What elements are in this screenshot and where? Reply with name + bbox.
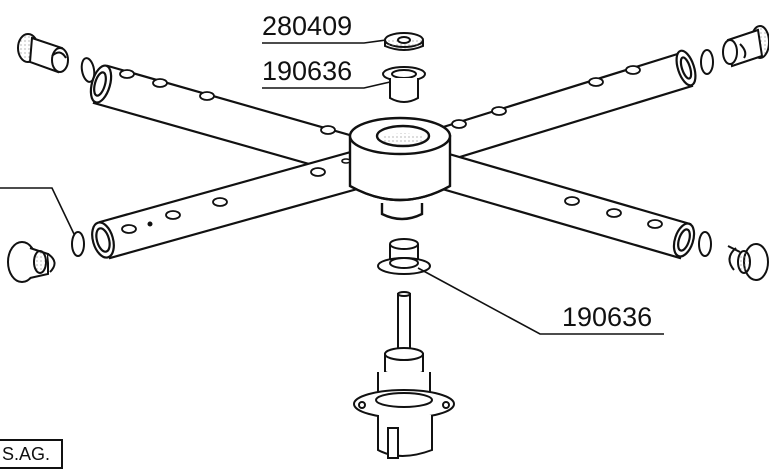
top-nut-part (384, 32, 424, 51)
part-number-label-1: 280409 (262, 11, 352, 41)
drive-shaft-assembly (353, 291, 455, 459)
stamp-text: S.AG. (2, 444, 50, 464)
arm-lower-right (430, 150, 696, 260)
arm-lower-left-holes (121, 167, 326, 234)
central-hub (341, 116, 452, 221)
stamp-box: S.AG. (0, 439, 63, 469)
top-bushing-part (382, 66, 426, 103)
end-cap-upper-left (17, 33, 69, 74)
leader-line-left (0, 187, 75, 235)
arm-lower-right-holes (564, 196, 663, 229)
part-number-label-2: 190636 (262, 56, 352, 86)
bottom-bushing-part (377, 238, 431, 275)
arm-upper-left-holes (119, 69, 336, 135)
leader-lines (0, 39, 664, 335)
o-rings (71, 49, 714, 257)
leader-line-part-1 (262, 39, 387, 44)
arm-upper-right-holes (451, 65, 641, 129)
end-cap-lower-right (727, 243, 769, 281)
leader-line-part-2 (262, 81, 391, 89)
arm-upper-left (89, 64, 362, 177)
arm-lower-left (91, 148, 370, 260)
end-cap-lower-left (7, 241, 56, 283)
part-number-label-3: 190636 (562, 302, 652, 332)
arm-upper-right (438, 49, 697, 162)
leader-line-part-3 (417, 267, 664, 335)
end-cap-upper-right (722, 25, 769, 68)
